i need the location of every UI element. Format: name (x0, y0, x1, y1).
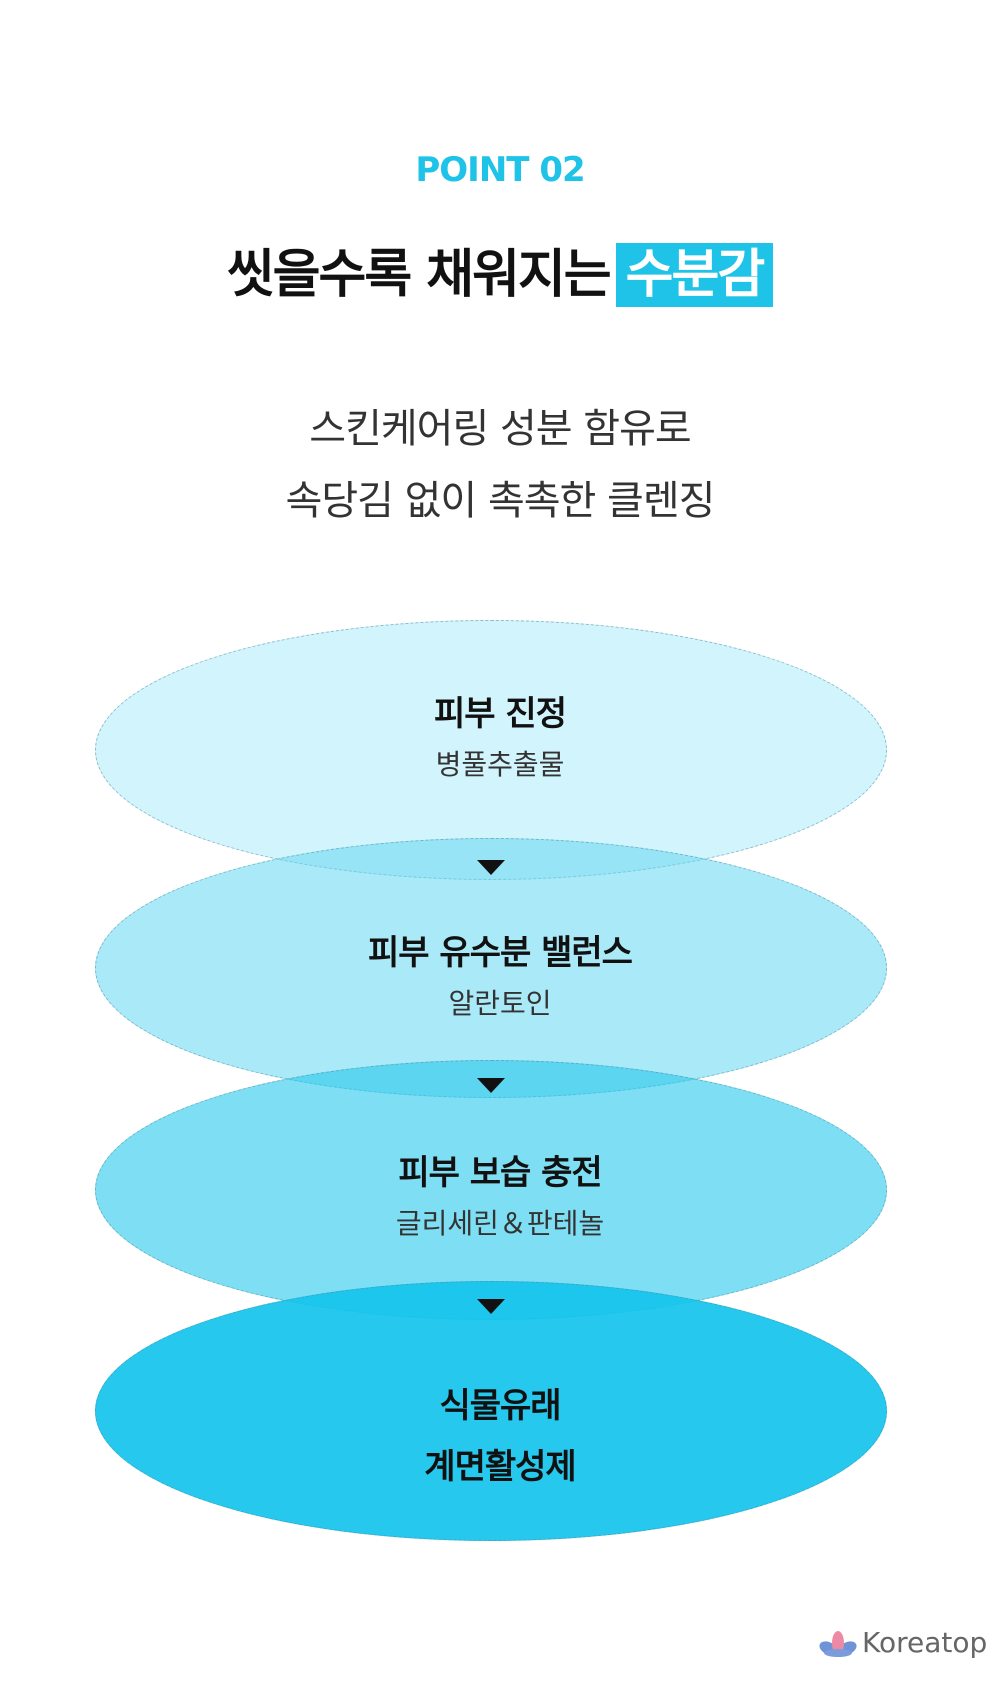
layer-4-text: 식물유래 계면활성제 (0, 1378, 1000, 1488)
arrow-down-icon (477, 1299, 505, 1314)
layer-heading-2: 계면활성제 (424, 1447, 576, 1487)
layer-heading: 피부 유수분 밸런스 (368, 933, 633, 973)
title-highlight: 수분감 (615, 243, 774, 307)
brand-logo: Koreatop (818, 1626, 987, 1659)
layer-ellipse-4 (95, 1281, 887, 1541)
brand-name: Koreatop (862, 1626, 988, 1659)
layer-heading: 피부 진정 (434, 694, 567, 734)
layer-3-text: 피부 보습 충전 글리세린＆판테놀 (0, 1145, 1000, 1242)
subtitle-line-1: 스킨케어링 성분 함유로 (309, 406, 691, 452)
point-label: POINT 02 (415, 150, 585, 190)
subtitle-line-2: 속당김 없이 촉촉한 클렌징 (285, 478, 716, 524)
layer-ellipse-2 (95, 838, 887, 1098)
arrow-down-icon (477, 1078, 505, 1093)
layer-heading: 식물유래 (439, 1386, 561, 1426)
arrow-down-icon (477, 860, 505, 875)
lotus-icon (819, 1630, 857, 1657)
title-main: 씻을수록 채워지는 (226, 245, 612, 305)
layer-ingredient: 알란토인 (448, 987, 552, 1020)
layer-ellipse-1 (95, 620, 887, 880)
layer-ingredient: 글리세린＆판테놀 (395, 1207, 605, 1240)
layer-2-text: 피부 유수분 밸런스 알란토인 (0, 925, 1000, 1022)
layer-1-text: 피부 진정 병풀추출물 (0, 686, 1000, 783)
layer-heading: 피부 보습 충전 (398, 1153, 602, 1193)
layer-ingredient: 병풀추출물 (435, 748, 565, 781)
